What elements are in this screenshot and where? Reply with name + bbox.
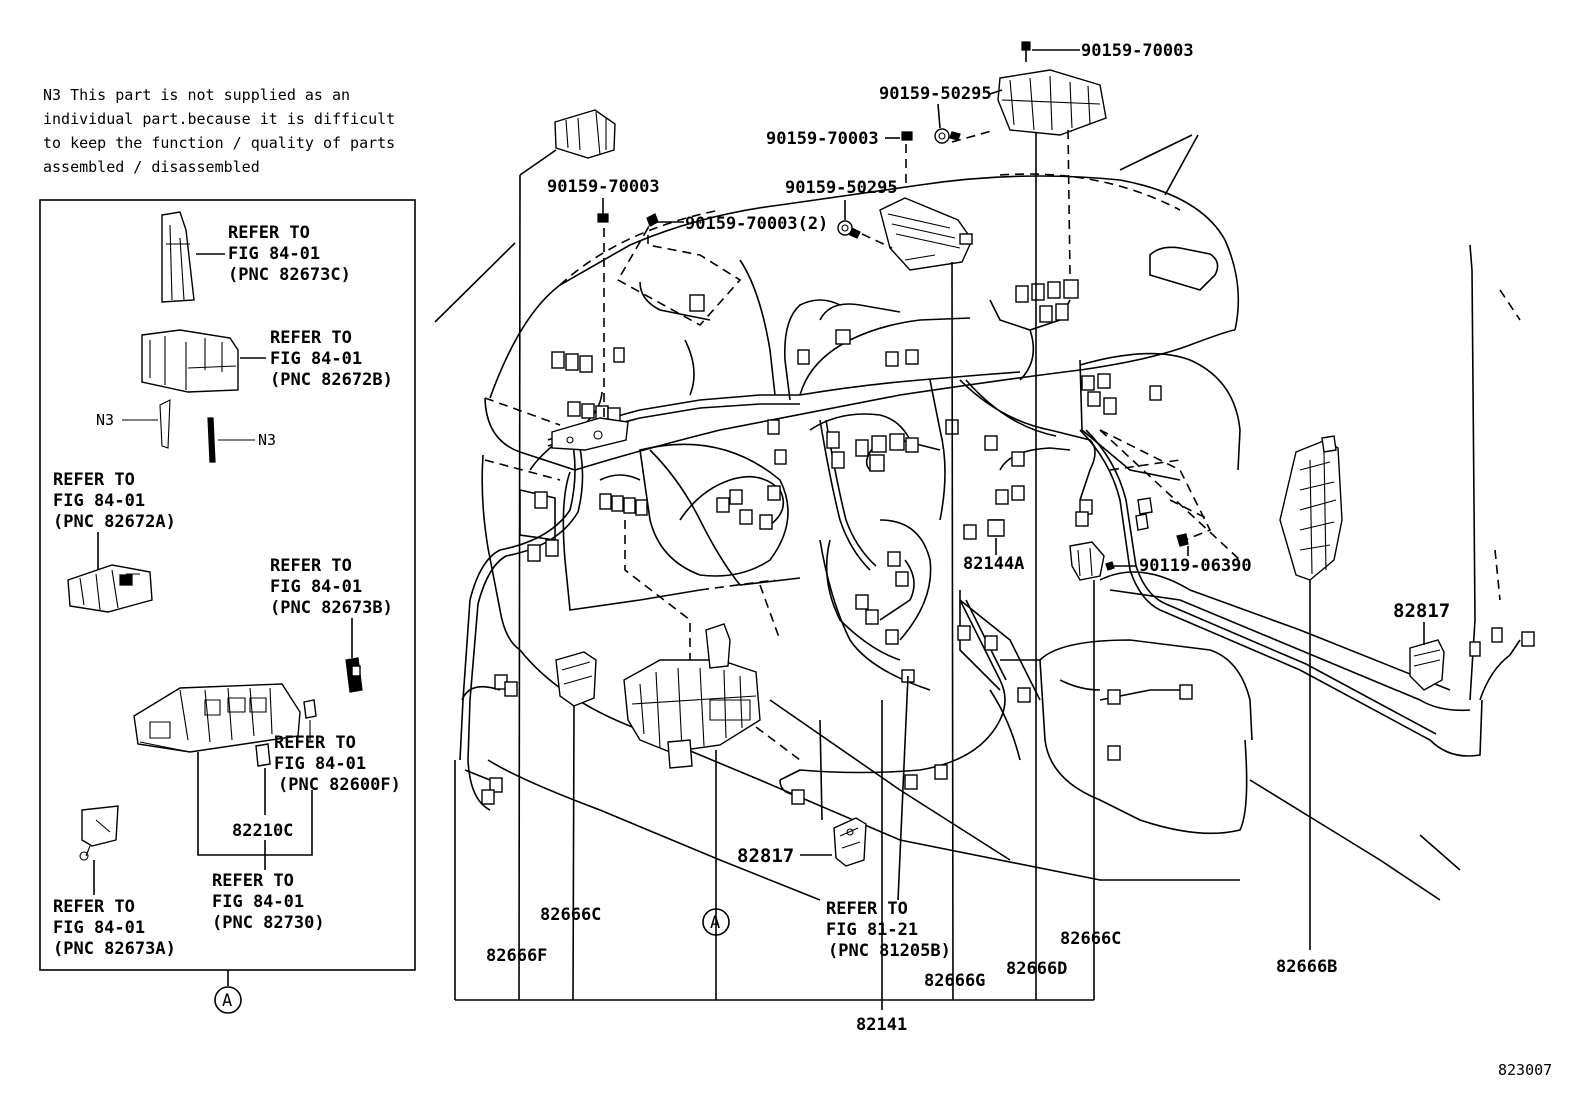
n3-pin-right (207, 417, 216, 463)
label-90159-70003-mid: 90159-70003 (766, 129, 879, 149)
ref-82600f-line3: (PNC 82600F) (278, 775, 401, 795)
bolt-x2 (646, 213, 659, 227)
ref-81205b-line3: (PNC 81205B) (828, 941, 951, 961)
note-line-4: assembled / disassembled (43, 158, 260, 176)
label-90159-50295-mid: 90159-50295 (785, 178, 898, 198)
clip-82666c-left (555, 651, 597, 707)
ref-81205b-line1: REFER TO (826, 899, 908, 919)
ref-82673b-line3: (PNC 82673B) (270, 598, 393, 618)
n3-pin-left (159, 399, 171, 449)
nut-mid (837, 220, 861, 239)
bolt-mid (901, 131, 913, 141)
ref-82673a-line2: FIG 84-01 (53, 918, 145, 938)
bracket-dash (551, 417, 629, 451)
ref-82673c-line2: FIG 84-01 (228, 244, 320, 264)
inset-panel: REFER TO FIG 84-01 (PNC 82673C) REFER TO… (39, 199, 416, 971)
connector-82600f (303, 699, 317, 719)
ref-82672a-line2: FIG 84-01 (53, 491, 145, 511)
ref-82730-line2: FIG 84-01 (212, 892, 304, 912)
main-marker-circle (702, 908, 730, 936)
relay-box-82666d (997, 69, 1107, 136)
ref-82673b-line2: FIG 84-01 (270, 577, 362, 597)
ref-82730-line3: (PNC 82730) (212, 913, 325, 933)
n3-note: N3 This part is not supplied as an indiv… (43, 86, 395, 176)
n3-label-left: N3 (96, 411, 114, 429)
n3-label-right: N3 (258, 431, 276, 449)
label-82666d: 82666D (1006, 959, 1067, 979)
ref-82672b-line2: FIG 84-01 (270, 349, 362, 369)
module-82666g (879, 197, 973, 271)
harness-connectors (481, 279, 1535, 805)
sensor-connector (1135, 497, 1153, 531)
label-82141: 82141 (856, 1015, 907, 1035)
bracket-82673a (79, 805, 119, 861)
note-line-1: N3 This part is not supplied as an (43, 86, 350, 104)
label-82666f: 82666F (486, 946, 547, 966)
ref-82673a-line3: (PNC 82673A) (53, 939, 176, 959)
ref-82673c-line3: (PNC 82673C) (228, 265, 351, 285)
bracket-82666c-right (1069, 541, 1115, 581)
bolt-top (1021, 41, 1031, 62)
label-82817-right: 82817 (1393, 600, 1450, 622)
label-82666c-right: 82666C (1060, 929, 1121, 949)
ref-82673a-line1: REFER TO (53, 897, 135, 917)
clip-82144a (987, 519, 1005, 537)
screw-90119-06390 (1176, 533, 1189, 547)
ref-82673c-line1: REFER TO (228, 223, 310, 243)
label-82666c-left: 82666C (540, 905, 601, 925)
junction-block (133, 683, 301, 753)
figure-code: 823007 (1498, 1061, 1552, 1079)
ref-82673b-line1: REFER TO (270, 556, 352, 576)
note-line-2: individual part.because it is difficult (43, 110, 395, 128)
inset-marker-label: A (222, 991, 232, 1011)
connector-82817-center (833, 817, 867, 867)
bolt-left (597, 213, 609, 223)
label-82817-center: 82817 (737, 845, 794, 867)
ref-81205b-line2: FIG 81-21 (826, 920, 918, 940)
label-82666g: 82666G (924, 971, 985, 991)
bracket-82666f (554, 109, 616, 159)
connector-82817-right (1409, 639, 1445, 691)
main-labels: 90159-70003 90159-50295 90159-70003 9015… (454, 41, 1450, 1035)
ref-82672a-line1: REFER TO (53, 470, 135, 490)
label-90159-70003-x2: 90159-70003(2) (685, 214, 828, 234)
ref-82672b-line3: (PNC 82672B) (270, 370, 393, 390)
relay-bracket-82673c (161, 211, 195, 303)
relay-block-82672b (141, 329, 239, 393)
relay-82210c (255, 743, 271, 767)
ref-82730-line1: REFER TO (212, 871, 294, 891)
bracket-82666b (1279, 435, 1343, 581)
holder-82673b (345, 657, 363, 693)
note-line-3: to keep the function / quality of parts (43, 134, 395, 152)
inset-marker-circle (214, 986, 242, 1014)
ref-82672a-line3: (PNC 82672A) (53, 512, 176, 532)
label-90159-70003-top: 90159-70003 (1081, 41, 1194, 61)
mounting-guides (603, 129, 1212, 660)
relay-82672a (67, 564, 153, 613)
part-82210c: 82210C (232, 821, 293, 841)
dashboard-body-outline (434, 134, 1521, 901)
ref-82600f-line1: REFER TO (274, 733, 356, 753)
main-marker-label: A (710, 913, 720, 933)
label-82666b: 82666B (1276, 957, 1337, 977)
ref-82672b-line1: REFER TO (270, 328, 352, 348)
relay-block-a (623, 623, 761, 769)
ref-82600f-line2: FIG 84-01 (274, 754, 366, 774)
label-90119-06390: 90119-06390 (1139, 556, 1252, 576)
label-90159-70003-left: 90159-70003 (547, 177, 660, 197)
label-82144a: 82144A (963, 554, 1024, 574)
label-90159-50295-top: 90159-50295 (879, 84, 992, 104)
